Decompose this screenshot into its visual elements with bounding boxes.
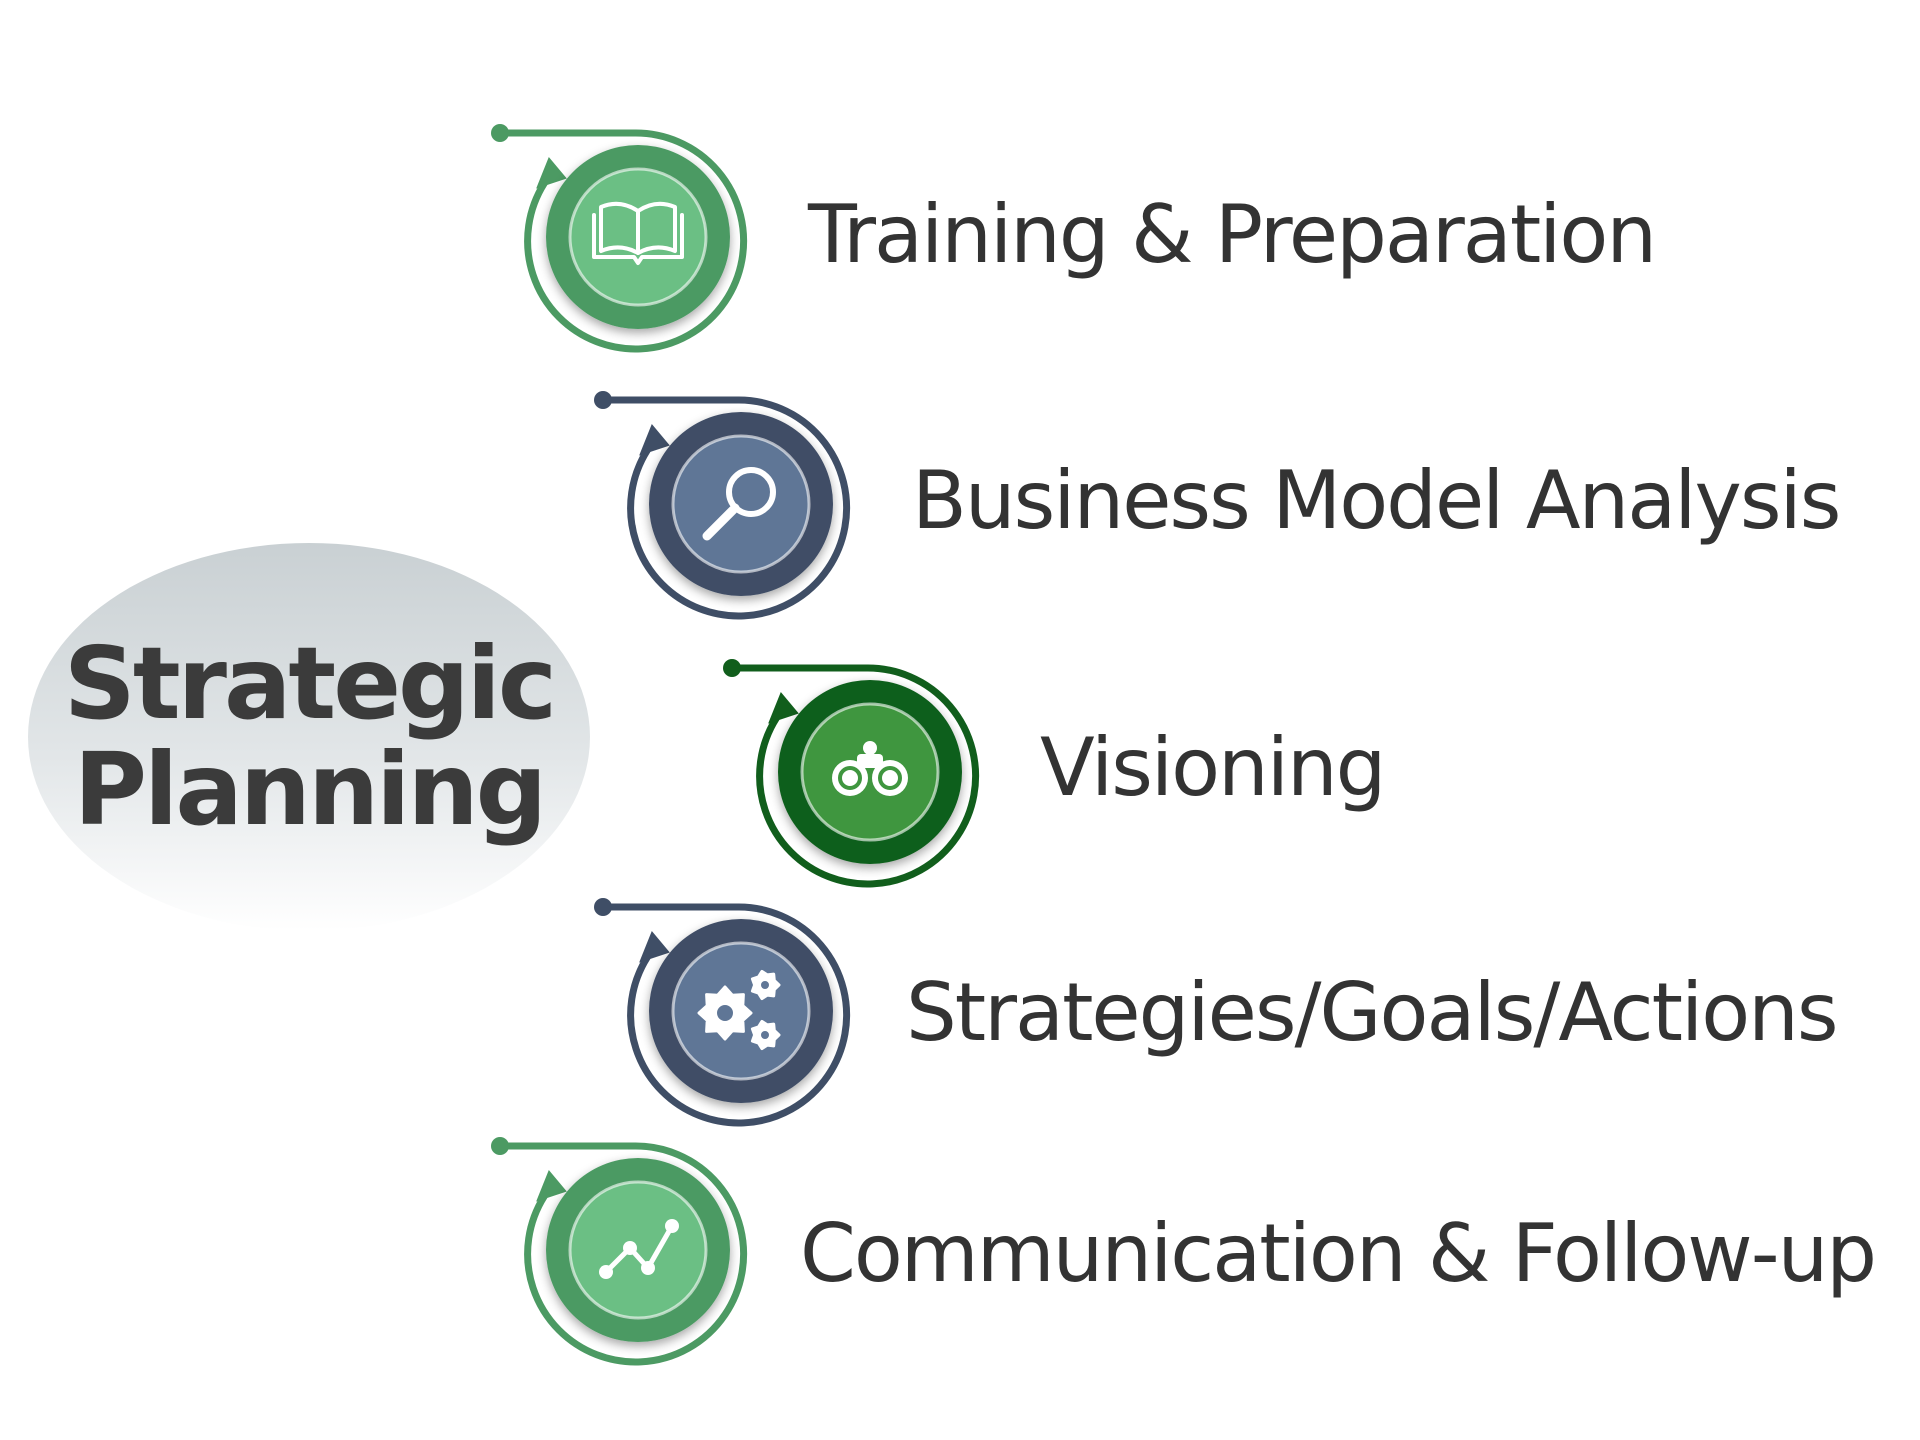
line-chart-icon — [599, 1219, 679, 1279]
binoculars-icon — [832, 741, 908, 796]
step-badge — [594, 898, 851, 1127]
gears-icon — [697, 969, 781, 1051]
step-badge — [491, 1137, 748, 1366]
step-label-strategies: Strategies/Goals/Actions — [906, 966, 1839, 1059]
step-label-training: Training & Preparation — [808, 188, 1657, 281]
center-title-line1: Strategic — [63, 625, 557, 742]
center-ellipse: Strategic Planning — [28, 543, 590, 931]
step-badge — [723, 659, 980, 888]
step-label-communication: Communication & Follow-up — [800, 1207, 1877, 1300]
magnifier-icon — [702, 467, 776, 541]
step-badge — [594, 391, 851, 620]
book-icon — [592, 201, 684, 265]
center-title-line2: Planning — [73, 731, 547, 848]
step-badge — [491, 124, 748, 353]
step-label-business-model: Business Model Analysis — [912, 454, 1841, 547]
step-label-visioning: Visioning — [1040, 721, 1386, 814]
